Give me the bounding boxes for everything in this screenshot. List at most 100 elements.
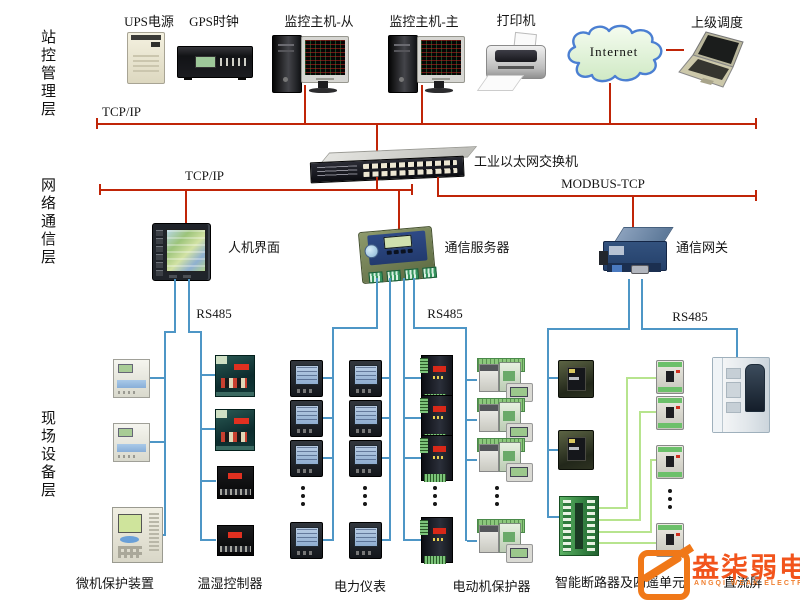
power-meter-device	[349, 360, 382, 397]
rs485-line	[641, 328, 738, 330]
gateway-label: 通信网关	[675, 240, 728, 255]
rs485-line	[164, 331, 176, 333]
ups-display	[151, 42, 160, 47]
motor-column-label: 电动机保护器	[452, 579, 531, 594]
pc-screen	[421, 40, 461, 75]
rs485-line	[641, 279, 643, 330]
switch-downlink-right	[437, 177, 439, 196]
ellipsis-dots	[362, 486, 368, 510]
pc-monitor	[301, 36, 349, 83]
power-meter-device	[349, 440, 382, 477]
switch-ports-row2	[363, 167, 458, 178]
laptop-shape	[678, 31, 744, 88]
device-stub	[405, 377, 421, 379]
dc-panel-label: 直流屏	[723, 575, 763, 590]
protection-relay-device	[113, 423, 150, 462]
pc-tower	[388, 35, 418, 93]
monitor-base	[309, 88, 337, 93]
switch-downlink-left	[376, 177, 378, 190]
tcpip-mid-label: TCP/IP	[185, 168, 225, 183]
rs485-bus-relay	[164, 331, 166, 536]
pc-monitor	[417, 36, 465, 83]
ups-top-band	[131, 35, 161, 40]
motor-protector-device	[420, 517, 453, 564]
monitor-base	[425, 88, 453, 93]
modbus-bus-line	[437, 195, 757, 197]
power-meter-device	[349, 400, 382, 437]
protection-relay-device	[113, 359, 150, 398]
green-link	[641, 411, 657, 413]
rs485-line	[188, 279, 190, 332]
temp-controller-device	[215, 409, 255, 451]
ellipsis-dots	[494, 486, 500, 510]
temp-column-label: 温湿控制器	[197, 576, 263, 591]
rs485-right-label: RS485	[672, 309, 708, 324]
device-stub	[549, 377, 560, 379]
rs485-mid-label: RS485	[427, 306, 463, 321]
telemetry-io-module	[559, 496, 599, 556]
green-link	[650, 459, 652, 533]
power-meter-device	[290, 440, 323, 477]
monitor-stand	[318, 81, 328, 88]
comm-server-device	[357, 225, 438, 285]
air-circuit-breaker-device	[558, 360, 594, 398]
green-link	[639, 411, 641, 521]
bus-end-tick	[755, 190, 757, 201]
rs485-line	[413, 278, 415, 329]
ups-device	[127, 32, 165, 84]
dispatch-laptop	[676, 29, 748, 91]
switch-uplink-line	[376, 123, 378, 152]
drop-line-hmi	[185, 189, 187, 224]
green-link	[597, 542, 657, 544]
printer-label: 打印机	[496, 13, 536, 28]
watermark-text-cn: 盎柒弱电	[692, 553, 800, 583]
switch-leds	[317, 165, 358, 178]
ellipsis-dots	[300, 486, 306, 510]
drop-line-server	[398, 189, 400, 231]
hmi-port	[183, 275, 191, 278]
printer-body	[486, 45, 546, 79]
rs485-bus-meter-left	[332, 327, 334, 541]
bus-end-tick	[411, 184, 413, 195]
monitor-master-pc	[388, 33, 465, 95]
contactor-group-device	[477, 358, 533, 402]
rs485-bus-motor-left	[403, 278, 405, 541]
motor-protector-device	[420, 435, 453, 482]
green-link	[652, 459, 657, 461]
device-stub	[320, 377, 332, 379]
internet-text: Internet	[589, 44, 639, 59]
device-stub	[467, 540, 477, 542]
ellipsis-dots	[432, 486, 438, 510]
tcpip-bus-mid-line	[100, 189, 413, 191]
server-lcd	[383, 234, 413, 250]
rs485-line-dc-panel	[736, 328, 738, 359]
ups-label: UPS电源	[124, 14, 174, 29]
device-stub	[148, 441, 164, 443]
dispatch-label: 上级调度	[690, 15, 743, 30]
relay-column-label: 微机保护装置	[75, 576, 154, 591]
device-stub	[202, 539, 216, 541]
internet-cloud: Internet	[561, 23, 667, 85]
dc-panel-cabinet	[712, 357, 770, 433]
drop-line-monitor-slave	[304, 85, 306, 123]
device-stub	[202, 374, 216, 376]
drop-line-gateway	[632, 195, 634, 228]
hmi-device	[152, 223, 211, 281]
modbus-label: MODBUS-TCP	[561, 176, 645, 191]
gateway-tag	[609, 246, 624, 255]
watermark: 盎柒弱电 ANGQI WEAK ELECTRICITY	[638, 543, 800, 600]
rs485-left-label: RS485	[196, 306, 232, 321]
gateway-serial-port	[631, 265, 649, 274]
bus-end-tick	[755, 118, 757, 129]
device-stub	[549, 449, 560, 451]
green-link	[626, 377, 628, 509]
hmi-screen	[166, 229, 206, 272]
gateway-device	[599, 227, 674, 279]
temp-controller-device-small	[217, 525, 254, 556]
rs485-line	[628, 279, 630, 330]
device-stub	[405, 457, 421, 459]
monitor-master-label: 监控主机-主	[389, 14, 459, 29]
green-link	[597, 507, 628, 509]
power-meter-device	[290, 522, 323, 559]
